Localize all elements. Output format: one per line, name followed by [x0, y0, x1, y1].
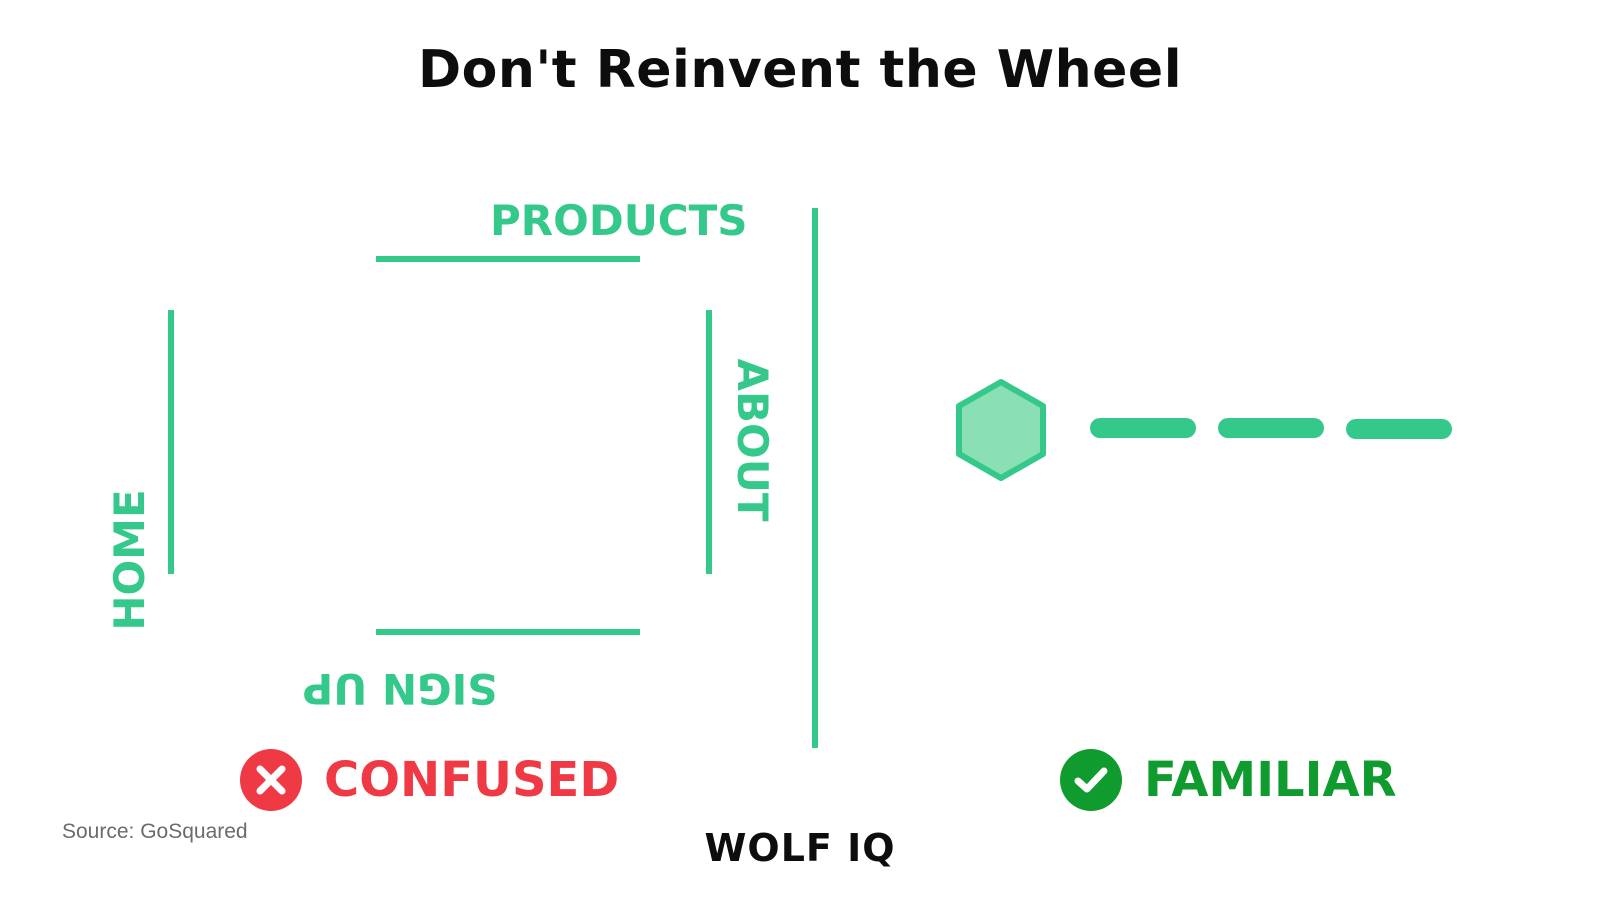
menu-bar-3[interactable]: [1346, 419, 1452, 439]
check-circle-icon: [1060, 749, 1122, 811]
familiar-status: FAMILIAR: [1060, 748, 1397, 812]
about-line: [706, 310, 712, 574]
confused-label: CONFUSED: [324, 752, 620, 808]
nav-label-about[interactable]: ABOUT: [728, 358, 777, 522]
center-divider: [812, 208, 818, 748]
menu-bar-1[interactable]: [1090, 418, 1196, 438]
menu-bar-2[interactable]: [1218, 418, 1324, 438]
nav-label-home[interactable]: HOME: [105, 489, 154, 631]
home-line: [168, 310, 174, 574]
nav-label-products[interactable]: PRODUCTS: [490, 196, 748, 245]
familiar-label: FAMILIAR: [1144, 752, 1397, 808]
nav-label-sign-up[interactable]: SIGN UP: [302, 664, 498, 713]
confused-status: CONFUSED: [240, 748, 619, 812]
products-line: [376, 256, 640, 262]
source-credit: Source: GoSquared: [62, 820, 248, 843]
page-title: Don't Reinvent the Wheel: [417, 40, 1183, 100]
wolf-iq-logo: WOLF IQ: [704, 826, 896, 870]
sign-up-line: [376, 629, 640, 635]
hexagon-logo-icon[interactable]: [954, 378, 1048, 482]
x-circle-icon: [240, 749, 302, 811]
